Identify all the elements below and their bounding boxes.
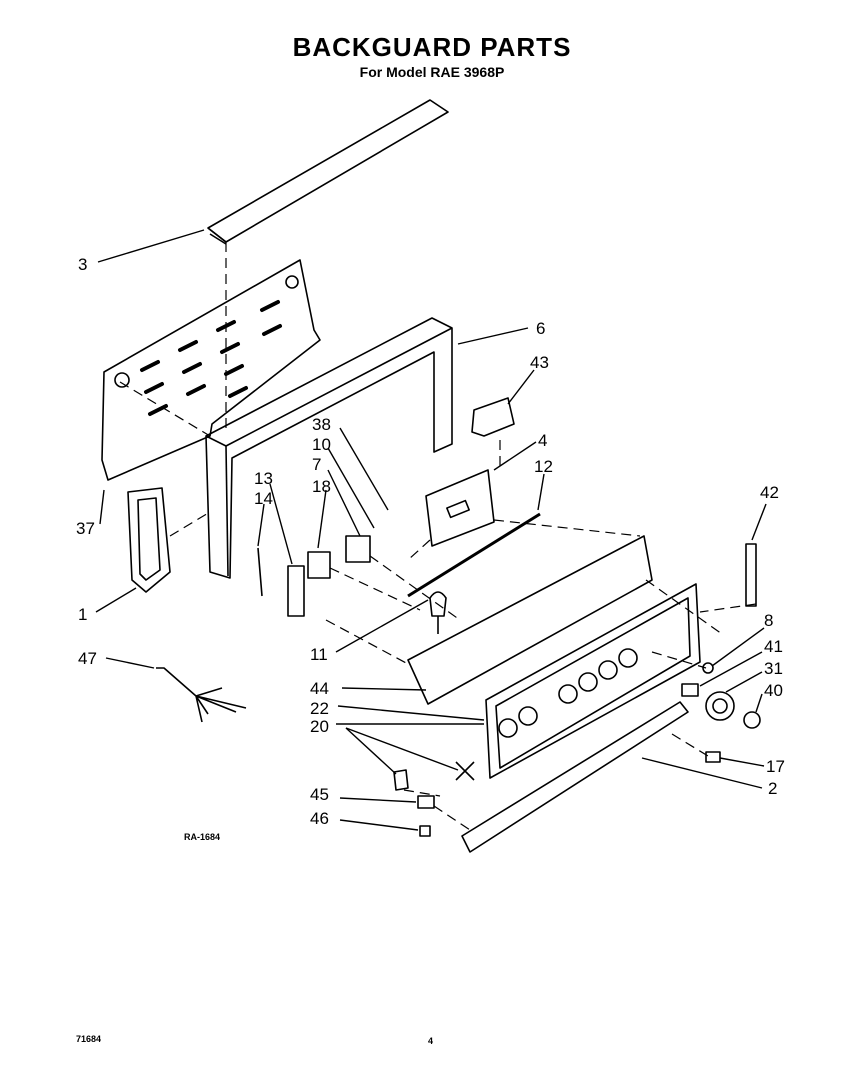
- callout-3: 3: [78, 255, 87, 274]
- part-8-washer: [702, 662, 714, 674]
- part-37-rear-panel: [101, 259, 321, 481]
- part-18-switch: [307, 551, 331, 579]
- callout-17: 17: [766, 757, 785, 776]
- callout-4: 4: [538, 431, 547, 450]
- callout-45: 45: [310, 785, 329, 804]
- callout-6: 6: [536, 319, 545, 338]
- part-43-bracket: [471, 397, 515, 437]
- callout-14: 14: [254, 489, 273, 508]
- part-11-lamp: [429, 591, 447, 617]
- part-1-gasket: [127, 487, 171, 593]
- part-42-strip: [745, 543, 757, 607]
- page-number: 4: [428, 1036, 434, 1046]
- part-45-block: [417, 795, 435, 809]
- callout-20: 20: [310, 717, 329, 736]
- part-2-trim: [461, 701, 689, 853]
- callout-38: 38: [312, 415, 331, 434]
- page-title: BACKGUARD PARTS: [292, 32, 572, 62]
- callout-42: 42: [760, 483, 779, 502]
- model-subtitle: For Model RAE 3968P: [359, 64, 505, 80]
- part-12-rod: [407, 512, 541, 598]
- callout-47: 47: [78, 649, 97, 668]
- part-17-clip: [705, 751, 721, 763]
- diagram-code: RA-1684: [184, 832, 221, 842]
- callout-43: 43: [530, 353, 549, 372]
- part-6-main-frame: [205, 317, 453, 579]
- callout-41: 41: [764, 637, 783, 656]
- part-46-clip: [419, 825, 431, 837]
- part-22-front-panel: [485, 583, 701, 779]
- callout-37: 37: [76, 519, 95, 538]
- part-40-knob-insert: [743, 711, 761, 729]
- part-4-switch-plate: [425, 469, 495, 547]
- part-41-spacer: [681, 683, 699, 697]
- callout-31: 31: [764, 659, 783, 678]
- part-31-knob: [705, 691, 735, 721]
- part-20-clip-left: [393, 769, 409, 791]
- part-44-panel-back: [407, 535, 653, 705]
- callout-18: 18: [312, 477, 331, 496]
- callout-1: 1: [78, 605, 87, 624]
- part-3-top-trim: [207, 99, 449, 243]
- callout-12: 12: [534, 457, 553, 476]
- callout-8: 8: [764, 611, 773, 630]
- callout-13: 13: [254, 469, 273, 488]
- callout-2: 2: [768, 779, 777, 798]
- callout-44: 44: [310, 679, 329, 698]
- callout-40: 40: [764, 681, 783, 700]
- callout-7: 7: [312, 455, 321, 474]
- callout-46: 46: [310, 809, 329, 828]
- footer-code: 71684: [76, 1034, 102, 1044]
- callout-22: 22: [310, 699, 329, 718]
- callout-11: 11: [310, 645, 328, 664]
- part-7-switch: [345, 535, 371, 563]
- part-47-wiring: [156, 667, 247, 723]
- part-20-clip-right: [455, 761, 475, 781]
- callout-10: 10: [312, 435, 331, 454]
